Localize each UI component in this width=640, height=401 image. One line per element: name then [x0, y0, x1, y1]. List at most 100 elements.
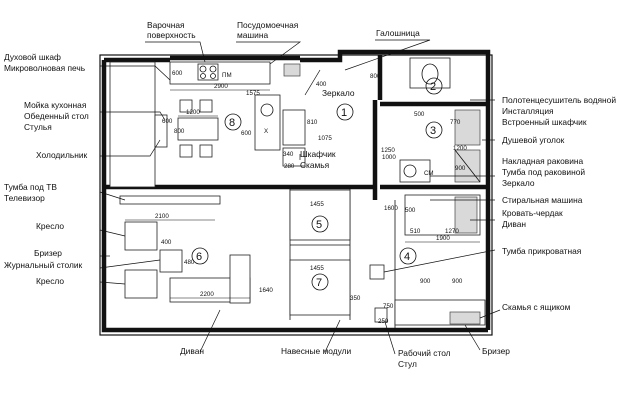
sink-icon [260, 103, 274, 117]
dimension: 500 [414, 111, 425, 118]
label-shoe-rack: Галошница [376, 28, 420, 38]
dining-table [177, 117, 219, 141]
leader-lines [99, 39, 501, 355]
dimension: 1270 [445, 228, 459, 235]
dimension: 810 [307, 119, 318, 126]
label-chair: Стул [398, 359, 417, 369]
wardrobe-5 [289, 189, 351, 241]
x-mark: X [264, 128, 268, 135]
label-armchair-1: Кресло [36, 221, 64, 231]
bathroom: СМ [399, 57, 481, 183]
chair [374, 307, 388, 323]
dimension: 2100 [155, 213, 169, 220]
dimension: 1250 [381, 147, 395, 154]
room-number: 8 [229, 117, 235, 129]
label-tv: Телевизор [4, 193, 45, 203]
chair [199, 99, 213, 113]
dimension: 500 [405, 207, 416, 214]
toilet-icon [421, 63, 439, 85]
washer-mark: СМ [424, 170, 434, 177]
dimension: 800 [370, 73, 381, 80]
label-chairs: Стулья [24, 122, 52, 132]
label-loft-bed: Кровать-чердак [502, 208, 563, 218]
label-coffee-table: Журнальный столик [4, 260, 83, 270]
bedroom [369, 194, 486, 326]
shoe-rack [283, 63, 301, 77]
sink-cabinet [254, 94, 281, 151]
dimensions: 2900 600 1575 400 800 600 1200 800 600 8… [125, 70, 480, 325]
dimension: 1200 [186, 109, 200, 116]
coffee-table [159, 249, 183, 273]
dimension: 480 [184, 259, 195, 266]
label-shower: Душевой уголок [502, 135, 565, 145]
dimension: 400 [161, 239, 172, 246]
built-in-cabinet [454, 109, 481, 146]
sofa-under-bed [454, 196, 478, 234]
dimension: 900 [420, 278, 431, 285]
label-dining-table: Обеденный стол [24, 111, 89, 121]
chair [179, 99, 193, 113]
dimension: 1000 [382, 154, 396, 161]
dimension: 1575 [246, 90, 260, 97]
living-room [119, 195, 251, 304]
label-sink-cabinet: Тумба под раковиной [502, 167, 585, 177]
dimension: 800 [174, 128, 185, 135]
label-installation: Инсталляция [502, 106, 554, 116]
callouts: Духовой шкаф Микроволновая печь Варочная… [4, 20, 616, 369]
label-breather-bottom: Бризер [482, 346, 510, 356]
burner-icon [209, 65, 217, 73]
chair [179, 144, 193, 158]
wall-top-right [300, 49, 491, 330]
dimension: 2900 [214, 83, 228, 90]
washbasin-icon [403, 164, 417, 178]
label-mirror-bath: Зеркало [502, 178, 535, 188]
label-armchair-2: Кресло [36, 276, 64, 286]
dimension: 750 [383, 303, 394, 310]
dimension: 510 [410, 228, 421, 235]
dimension: 1900 [436, 235, 450, 242]
dimension: 350 [350, 295, 361, 302]
room-number: 1 [341, 107, 347, 119]
burner-icon [200, 73, 206, 79]
dimension: 600 [172, 70, 183, 77]
kitchen-counter [169, 61, 271, 85]
fridge [154, 114, 168, 148]
toilet-install [409, 57, 451, 89]
room-number: 4 [404, 251, 410, 263]
armchair [124, 221, 158, 251]
dimension: 600 [241, 130, 252, 137]
label-countertop-sink: Накладная раковина [502, 156, 584, 166]
dimension: 1640 [259, 287, 273, 294]
wardrobes [289, 189, 351, 316]
tall-cabinet-oven [109, 61, 156, 188]
dimension: 770 [450, 119, 461, 126]
bench-with-drawer [449, 311, 481, 325]
burner-icon [210, 73, 216, 79]
label-cooktop-2: поверхность [147, 30, 196, 40]
label-built-in-cabinet: Встроенный шкафчик [502, 117, 587, 127]
label-oven: Духовой шкаф [4, 52, 61, 62]
label-cooktop: Варочная [147, 20, 185, 30]
bench [282, 147, 306, 167]
hall-cabinet [282, 109, 306, 146]
dimension: 1600 [384, 205, 398, 212]
label-cabinet: Шкафчик [300, 149, 336, 159]
chair [199, 144, 213, 158]
dimension: 600 [162, 118, 173, 125]
dimension: 250 [378, 318, 389, 325]
label-fridge: Холодильник [36, 150, 88, 160]
label-sofa-bottom: Диван [180, 346, 204, 356]
dimension: 2200 [200, 291, 214, 298]
dimension: 280 [284, 163, 295, 170]
kitchen: ПМ X [109, 61, 306, 188]
label-desk: Рабочий стол [398, 348, 451, 358]
wall-left-bottom [101, 60, 488, 333]
label-sofa-right: Диван [502, 219, 526, 229]
dimension: 1075 [318, 135, 332, 142]
dimension: 1455 [310, 201, 324, 208]
label-bench: Скамья [300, 160, 329, 170]
label-kitchen-sink: Мойка кухонная [24, 100, 86, 110]
dimension: 400 [316, 81, 327, 88]
dimension: 900 [452, 278, 463, 285]
label-wall-modules: Навесные модули [281, 346, 352, 356]
